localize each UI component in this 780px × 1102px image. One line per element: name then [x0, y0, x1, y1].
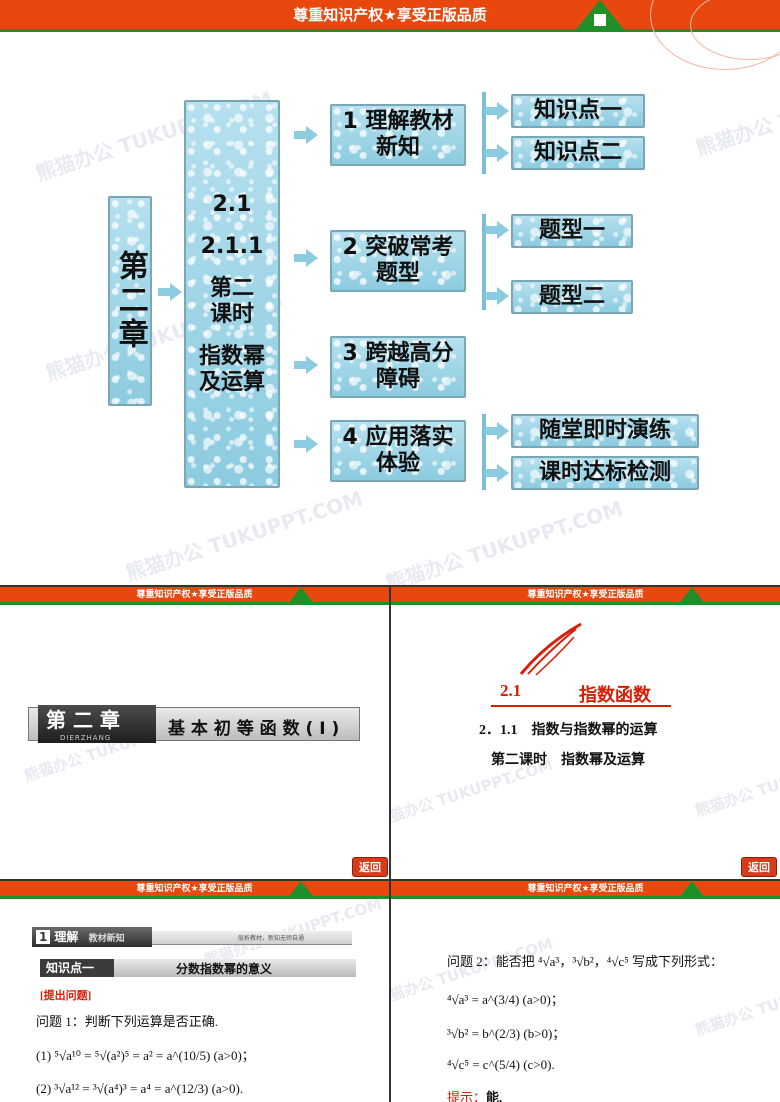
arrow-icon [294, 356, 318, 374]
slide-1[interactable]: 尊重知识产权★享受正版品质 熊猫办公 TUKUPPT.COM 熊猫办公 TUKU… [0, 0, 780, 585]
knowledge-point-title: 分数指数幂的意义 [176, 962, 273, 976]
equation-2: (2) ³√a¹² = ³√(a⁴)³ = a⁴ = a^(12/3) (a>0… [36, 1081, 244, 1096]
knowledge-point-label: 知识点一 [40, 959, 114, 977]
section-understand[interactable]: 1 理解教材新知 [330, 104, 466, 166]
section-title: 指数函数 [579, 685, 651, 706]
brand-logo-icon [287, 587, 315, 605]
section-label: 2 突破常考题型 [342, 235, 454, 286]
section-label: 4 应用落实体验 [342, 425, 454, 476]
chapter-subtitle: 基 本 初 等 函 数 ( Ⅰ ) [168, 719, 340, 739]
form-1: ⁴√a³ = a^(3/4) (a>0)； [447, 992, 564, 1007]
subitem-label: 题型一 [538, 218, 605, 244]
section-apply[interactable]: 4 应用落实体验 [330, 420, 466, 482]
lesson-line-2: 第二课时 指数幂及运算 [491, 753, 645, 768]
lesson-title: 指数幂及运算 [198, 343, 265, 395]
subitem-label: 知识点二 [533, 140, 622, 166]
banner-text: 尊重知识产权★享受正版品质 [293, 6, 487, 24]
hint-label: 提示： [447, 1090, 487, 1102]
lesson-subnum: 2.1.1 [200, 234, 264, 260]
brand-logo-icon [678, 881, 706, 899]
watermark: 熊猫办公 TUKUPPT.COM [692, 964, 780, 1040]
bracket-line [482, 214, 486, 310]
slide-2-banner: 尊重知识产权★享受正版品质 [0, 587, 389, 605]
watermark: 熊猫办公 TUKUPPT.COM [692, 61, 780, 161]
grid-divider [389, 587, 391, 1102]
section-breakthrough[interactable]: 2 突破常考题型 [330, 230, 466, 292]
chapter-label: 第二章 [112, 250, 148, 352]
section-label: 3 跨越高分障碍 [342, 341, 454, 392]
subitem-label: 知识点一 [533, 98, 622, 124]
slide-3-banner: 尊重知识产权★享受正版品质 [391, 587, 780, 605]
banner-text: 尊重知识产权★享受正版品质 [136, 884, 253, 894]
subitem-test[interactable]: 课时达标检测 [511, 456, 699, 490]
brand-logo-icon [678, 587, 706, 605]
lesson-num: 2.1 [212, 192, 252, 218]
subitem-label: 随堂即时演练 [538, 418, 671, 444]
arrow-icon [294, 126, 318, 144]
tab-word: 理解 [54, 930, 79, 944]
hint-line: 提示：能. [447, 1087, 502, 1102]
tab-note: 层析教材，新知无师自通 [238, 935, 305, 942]
arrow-icon [485, 464, 509, 482]
ask-label: [提出问题] [40, 990, 92, 1002]
question-2: 问题 2：能否把 ⁴√a³，³√b²，⁴√c⁵ 写成下列形式： [447, 954, 723, 969]
brush-stroke-icon [519, 622, 582, 676]
chapter-text: 第 二 章 [46, 708, 120, 732]
arrow-icon [485, 422, 509, 440]
section-label: 1 理解教材新知 [342, 109, 454, 160]
section-number: 2.1 [500, 681, 522, 700]
banner-text: 尊重知识产权★享受正版品质 [136, 590, 253, 600]
slide-2[interactable]: 尊重知识产权★享受正版品质 熊猫办公 TUKUPPT.COM 第 二 章 DIE… [0, 587, 389, 879]
arrow-icon [485, 144, 509, 162]
brand-logo-icon [287, 881, 315, 899]
watermark: 熊猫办公 TUKUPPT.COM [382, 496, 626, 585]
chapter-tab: 第 二 章 [38, 705, 156, 743]
bracket-line [482, 414, 486, 490]
subitem-practice[interactable]: 随堂即时演练 [511, 414, 699, 448]
grid-divider [0, 879, 780, 881]
question-1: 问题 1：判断下列运算是否正确. [36, 1014, 219, 1029]
grid-divider [0, 585, 780, 587]
subitem-type-1[interactable]: 题型一 [511, 214, 633, 248]
arrow-icon [485, 287, 509, 305]
tab-sub: 教材新知 [88, 934, 125, 944]
banner-text: 尊重知识产权★享受正版品质 [527, 590, 644, 600]
lesson-line-1: 2．1.1 指数与指数幂的运算 [479, 723, 658, 738]
chapter-box[interactable]: 第二章 [108, 196, 152, 406]
arrow-icon [485, 221, 509, 239]
subitem-label: 题型二 [538, 284, 605, 310]
subitem-type-2[interactable]: 题型二 [511, 280, 633, 314]
hint-text: 能. [486, 1090, 503, 1102]
section-overcome[interactable]: 3 跨越高分障碍 [330, 336, 466, 398]
section-divider [491, 705, 671, 707]
lesson-box[interactable]: 2.1 2.1.1 第二课时 指数幂及运算 [184, 100, 280, 488]
subitem-knowledge-1[interactable]: 知识点一 [511, 94, 645, 128]
watermark: 熊猫办公 TUKUPPT.COM [122, 486, 366, 585]
return-button[interactable]: 返回 [741, 857, 777, 877]
form-3: ⁴√c⁵ = c^(5/4) (c>0). [447, 1057, 555, 1072]
arrow-icon [294, 249, 318, 267]
form-2: ³√b² = b^(2/3) (b>0)； [447, 1026, 566, 1041]
arrow-icon [158, 283, 182, 301]
lesson-period: 第二课时 [209, 276, 254, 327]
chapter-pinyin: DIERZHANG [60, 734, 112, 742]
bracket-line [482, 92, 486, 174]
arrow-icon [485, 102, 509, 120]
subitem-knowledge-2[interactable]: 知识点二 [511, 136, 645, 170]
equation-1: (1) ⁵√a¹⁰ = ⁵√(a²)⁵ = a² = a^(10/5) (a>0… [36, 1048, 255, 1063]
tab-number: 1 [36, 930, 51, 944]
knowledge-point-bar [40, 959, 356, 977]
slide-5-banner: 尊重知识产权★享受正版品质 [391, 881, 780, 899]
watermark: 熊猫办公 TUKUPPT.COM [692, 745, 780, 821]
return-button[interactable]: 返回 [352, 857, 388, 877]
subitem-label: 课时达标检测 [538, 460, 671, 486]
slide-5[interactable]: 尊重知识产权★享受正版品质 熊猫办公 TUKUPPT.COM 熊猫办公 TUKU… [391, 881, 780, 1102]
arrow-icon [294, 435, 318, 453]
slide-3[interactable]: 尊重知识产权★享受正版品质 熊猫办公 TUKUPPT.COM 熊猫办公 TUKU… [391, 587, 780, 879]
brand-logo-icon [574, 0, 626, 32]
banner-text: 尊重知识产权★享受正版品质 [527, 884, 644, 894]
slide-4-banner: 尊重知识产权★享受正版品质 [0, 881, 389, 899]
